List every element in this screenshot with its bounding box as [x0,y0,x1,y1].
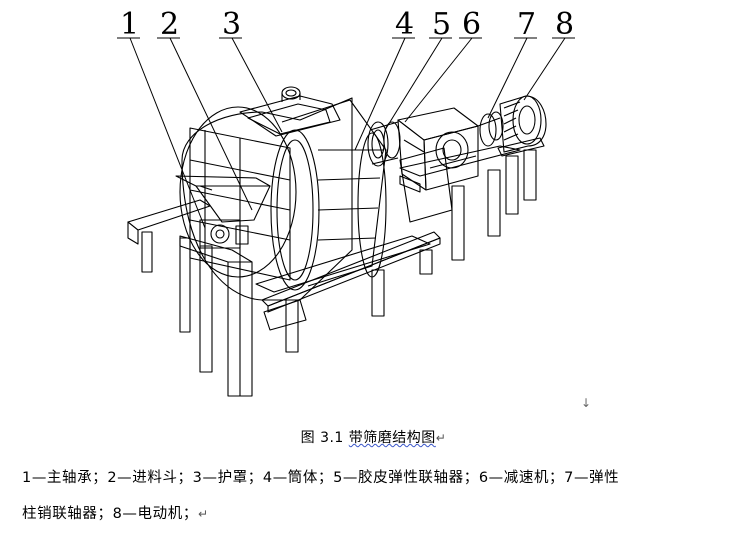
part-number-6: 6 [462,7,481,42]
figure-caption: 图 3.1 带筛磨结构图↵ [0,427,747,447]
left-support-frame [127,199,307,397]
legend-line-2-text: 柱销联轴器；8—电动机； [22,506,198,522]
main-bearing [199,219,249,249]
part-number-8: 8 [555,7,574,42]
right-support-frame [285,145,537,353]
part-number-3: 3 [222,7,241,42]
part-number-labels: 1 2 3 4 5 6 7 8 [120,7,574,42]
leader-lines [117,37,575,229]
top-guard [239,86,341,137]
mill-drum [179,97,387,301]
caption-title: 带筛磨结构图 [348,430,436,446]
legend-line-1: 1—主轴承；2—进料斗；3—护罩；4—筒体；5—胶皮弹性联轴器；6—减速机；7—… [22,470,620,486]
machine-structure-drawing: 1 2 3 4 5 6 7 8 [117,7,575,397]
drum-base [255,231,441,313]
legend-line-2: 柱销联轴器；8—电动机；↵ [22,502,737,523]
part-number-4: 4 [395,7,414,42]
part-number-1: 1 [120,7,139,42]
electric-motor [497,95,547,157]
caption-prefix: 图 3.1 [300,430,349,446]
part-number-2: 2 [160,7,179,42]
feed-hopper [175,175,271,223]
pin-coupling [477,111,504,147]
paragraph-mark: ↵ [435,431,447,445]
part-number-5: 5 [432,7,451,42]
return-mark: ↓ [581,396,592,410]
rubber-elastic-coupling [367,121,401,167]
reducer [397,107,479,191]
part-number-7: 7 [517,7,536,42]
paragraph-mark: ↵ [197,507,209,521]
